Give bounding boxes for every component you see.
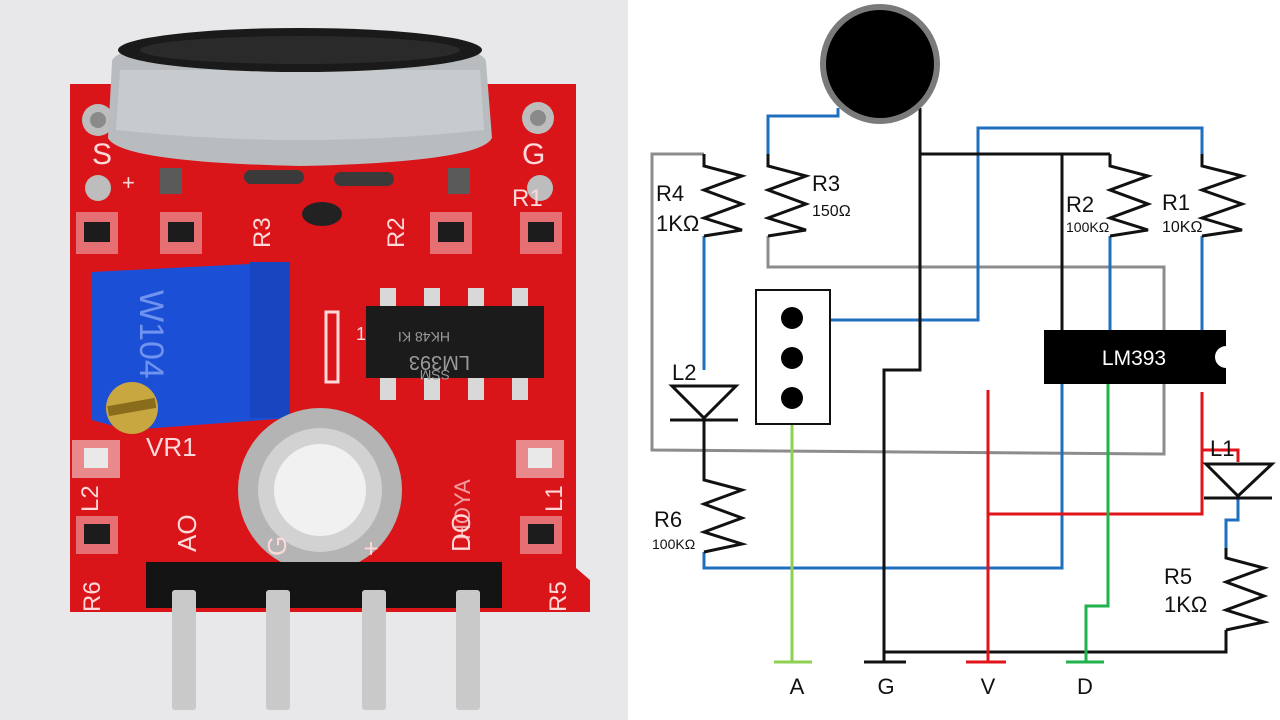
silk-r1: R1 [512,185,543,212]
center-hole [302,202,342,226]
silk-r6: R6 [79,581,106,612]
ic-label: LM393 [1102,347,1166,370]
r2-name: R2 [1066,192,1094,217]
r4-value: 1KΩ [656,211,699,236]
led-diode-l1 [1202,462,1276,500]
silk-l2: L2 [77,485,104,512]
silk-pin-plus: + [356,541,386,556]
pot-marking: W104 [132,290,170,379]
terminal-a: A [790,674,805,699]
chip-marking-1: HK48 KI [398,329,450,345]
silk-s: S [92,138,112,171]
resistor-r1 [1197,154,1248,238]
r2-value: 100KΩ [1066,219,1109,235]
lm393-chip: HK48 KI LM393 SSM [366,288,544,400]
r4-name: R4 [656,181,684,206]
mount-hole-left-2 [85,175,111,201]
microphone-capsule [108,28,492,166]
mount-hole-right-2 [527,175,553,201]
l1-name: L1 [1210,436,1234,461]
r1-value: 10KΩ [1162,219,1202,236]
resistor-r6 [699,470,748,554]
pin-header [146,562,502,608]
pot-pin-2 [781,347,803,369]
green-wires [1066,384,1110,664]
chip-marking-2: LM393 [409,351,470,373]
terminal-d: D [1077,674,1093,699]
pot-pin-1 [781,307,803,329]
r3-value: 150Ω [812,203,851,220]
resistor-r4 [699,154,747,238]
terminal-g: G [877,674,894,699]
terminal-v: V [981,674,996,699]
silk-r5: R5 [545,581,572,612]
lm393-ic [1044,330,1226,384]
silk-ao: AO [172,514,202,552]
black-wires [702,108,1228,664]
r5-value: 1KΩ [1164,592,1207,617]
light-green-wire [774,398,812,664]
r5-name: R5 [1164,564,1192,589]
sound-sensor-module-photo: S G + R1 R3 R2 W104 HK48 KI LM393 SSM [0,0,628,720]
resistor-r2 [1105,154,1153,238]
silk-r3: R3 [249,217,276,248]
r3-name: R3 [812,171,840,196]
led-diode-l2 [668,384,740,422]
smd-resistor-r5 [528,524,554,544]
silk-plus-top: + [122,170,135,195]
red-wires [966,390,1204,664]
resistor-r3 [763,154,811,238]
r1-name: R1 [1162,190,1190,215]
silk-g: G [522,138,545,171]
potentiometer: W104 [92,262,290,434]
pot-pin-3 [781,387,803,409]
gray-wires [650,152,1166,456]
silk-pin-g: G [262,536,292,556]
silk-one: 1 [356,324,366,344]
r6-value: 100KΩ [652,536,695,552]
ic-notch [1215,346,1226,368]
smd-resistor-r6 [84,524,110,544]
silk-vr1: VR1 [146,432,197,462]
l2-name: L2 [672,360,696,385]
header-pins [172,590,480,710]
resistor-r5 [1221,548,1270,632]
silk-do: DO [446,513,476,552]
silk-hoya: HOYA [450,479,475,540]
silk-l1: L1 [541,485,568,512]
chip-marking-3: SSM [420,367,450,383]
silk-r2: R2 [383,217,410,248]
smd-resistor-row [76,212,562,254]
r6-name: R6 [654,507,682,532]
